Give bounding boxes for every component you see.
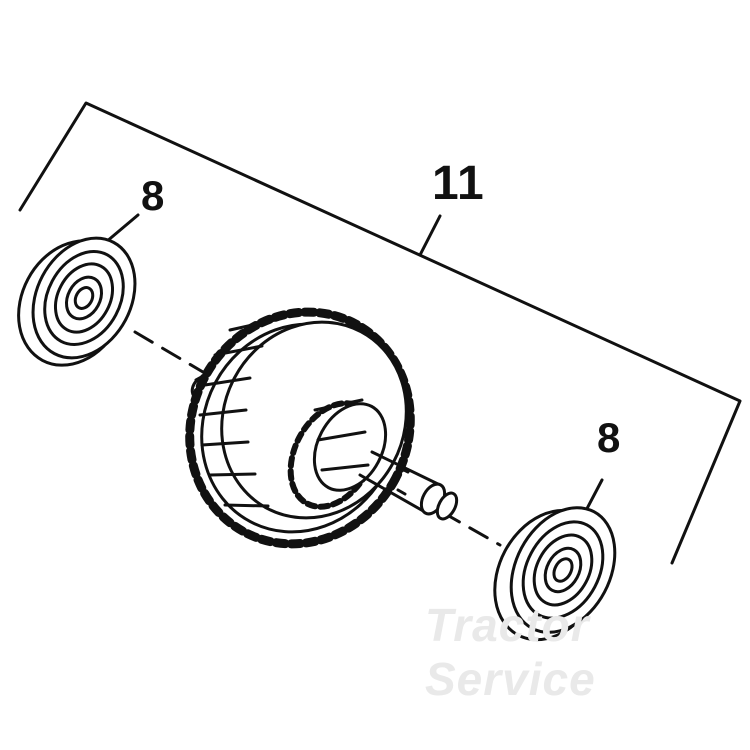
callout-label-assembly: 11 [432,157,485,210]
leader-line-assembly [418,214,442,257]
bearing-top-left [17,236,137,367]
axis-line-right [440,510,502,547]
bearing-bottom-right [493,506,617,642]
callout-label-bearing-right: 8 [597,414,621,461]
gear-shaft-assembly [185,307,459,549]
leader-line-top-bearing [104,213,140,244]
axis-line-left [133,330,227,387]
assembly-bracket [18,101,742,565]
callout-label-bearing-top: 8 [141,172,165,219]
watermark-text: Tractor Service [425,599,596,705]
